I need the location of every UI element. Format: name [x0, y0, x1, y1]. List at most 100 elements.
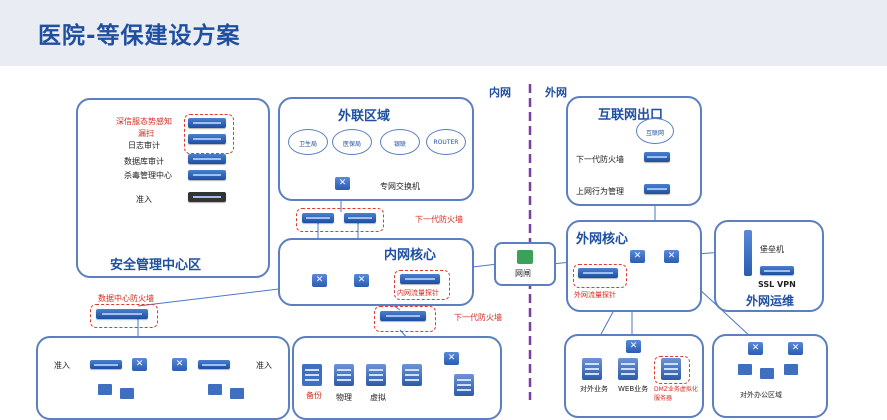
office-zone-box: ✕ ✕ 对外办公区域 [712, 334, 828, 418]
core-switch-icon-2: ✕ [354, 274, 369, 287]
backup-label: 备份 [306, 391, 322, 400]
antivirus-label: 杀毒管理中心 [124, 171, 172, 180]
ngfw-top-highlight [296, 208, 384, 232]
ngfw-mid-label: 下一代防火墙 [454, 313, 502, 322]
access-zone-box: 准入 准入 ✕ ✕ [36, 336, 290, 420]
pc-icon [208, 384, 222, 395]
physical-server-icon [334, 364, 354, 386]
inner-probe-highlight [394, 270, 450, 300]
internal-core-title: 内网核心 [384, 248, 437, 263]
external-biz-label: 对外业务 [580, 385, 608, 393]
external-zone-box: 外联区域 卫生局 医保局 银联 ROUTER ✕ 专网交换机 [278, 97, 474, 201]
cloud-label: ROUTER [433, 138, 459, 146]
pc-icon [784, 364, 798, 375]
outer-probe-label: 外网流量探针 [574, 291, 616, 299]
pc-icon [760, 368, 774, 379]
antivirus-device-icon [188, 170, 226, 180]
storage-icon [402, 364, 422, 386]
situation-device-icon [188, 118, 226, 128]
ngfw-mid-highlight [374, 306, 436, 332]
ngfw-mid-device-icon [380, 311, 426, 321]
dc-firewall-label: 数据中心防火墙 [98, 294, 154, 303]
dc-switch-icon: ✕ [444, 352, 459, 365]
behavior-mgmt-device-icon [644, 184, 670, 194]
pc-icon [230, 388, 244, 399]
dmz-virt-server-icon [661, 358, 681, 380]
dmz-zone-box: ✕ 对外业务 WEB业务 DMZ业务虚拟化服务器 [564, 334, 704, 418]
behavior-mgmt-label: 上网行为管理 [576, 187, 624, 196]
nac-label: 准入 [136, 195, 152, 204]
virtual-label: 虚拟 [370, 393, 386, 402]
internet-fw-device-icon [644, 152, 670, 162]
ngfw-top-device-icon [302, 213, 334, 223]
dc-firewall-device-icon [96, 309, 148, 319]
web-biz-label: WEB业务 [618, 385, 649, 393]
ngfw-top-device-icon-2 [344, 213, 376, 223]
private-switch-label: 专网交换机 [380, 182, 420, 191]
dmz-switch-icon: ✕ [626, 340, 641, 353]
internet-fw-label: 下一代防火墙 [576, 155, 624, 164]
storage-icon-2 [454, 374, 474, 396]
pc-icon [98, 384, 112, 395]
db-audit-device-icon [188, 154, 226, 164]
cloud-label: 互联网 [645, 129, 664, 137]
gatekeeper-box: 网闸 [494, 242, 556, 286]
db-audit-label: 数据库审计 [124, 157, 164, 166]
external-zone-title: 外联区域 [338, 109, 391, 124]
nac-device-icon [188, 192, 226, 202]
access-left-label: 准入 [54, 361, 70, 370]
biz-server-icon [582, 358, 602, 380]
inner-zone-label: 内网 [489, 86, 511, 99]
inner-probe-label: 内网流量探针 [397, 289, 439, 297]
dc-firewall-highlight [90, 304, 158, 328]
private-switch-icon: ✕ [335, 177, 350, 190]
cloud-label: 银联 [393, 140, 406, 148]
cloud-label: 卫生局 [298, 140, 317, 148]
bastion-rack-icon [744, 230, 752, 276]
external-ops-title: 外网运维 [746, 294, 795, 308]
internal-core-box: 内网核心 ✕ ✕ 内网流量探针 [278, 238, 474, 306]
internet-cloud-icon: 互联网 [636, 118, 674, 144]
dmz-virt-label: DMZ业务虚拟化服务器 [654, 386, 698, 402]
ngfw-top-label: 下一代防火墙 [415, 215, 463, 224]
office-switch-icon-2: ✕ [788, 342, 803, 355]
access-switch-icon-2: ✕ [172, 358, 187, 371]
health-bureau-cloud-icon: 卫生局 [288, 129, 328, 155]
office-switch-icon: ✕ [748, 342, 763, 355]
ext-core-switch-icon: ✕ [630, 250, 645, 263]
access-switch-icon: ✕ [132, 358, 147, 371]
highlight-situation [184, 114, 234, 154]
office-zone-label: 对外办公区域 [740, 391, 782, 399]
header-bar: 医院-等保建设方案 [0, 0, 887, 66]
vuln-scan-label: 漏扫 [138, 129, 154, 138]
insurance-cloud-icon: 医保局 [332, 129, 372, 155]
access-device-icon [90, 360, 122, 369]
access-device-icon-2 [198, 360, 230, 369]
bastion-label: 堡垒机 [760, 245, 784, 254]
security-center-title: 安全管理中心区 [110, 258, 202, 273]
gatekeeper-label: 网闸 [515, 269, 531, 278]
access-right-label: 准入 [256, 361, 272, 370]
situation-awareness-label: 深信服态势感知 [116, 117, 172, 126]
router-cloud-icon: ROUTER [426, 129, 466, 155]
cloud-label: 医保局 [342, 140, 361, 148]
pc-icon [120, 388, 134, 399]
inner-probe-device-icon [400, 274, 440, 284]
pc-icon [738, 364, 752, 375]
vpn-label: SSL VPN [758, 280, 796, 289]
ext-core-switch-icon-2: ✕ [664, 250, 679, 263]
core-switch-icon: ✕ [312, 274, 327, 287]
outer-probe-device-icon [578, 268, 618, 278]
outer-probe-highlight [573, 264, 627, 288]
physical-label: 物理 [336, 393, 352, 402]
external-core-title: 外网核心 [576, 232, 629, 247]
outer-zone-label: 外网 [545, 86, 567, 99]
page-title: 医院-等保建设方案 [38, 23, 241, 49]
virtual-server-icon [366, 364, 386, 386]
external-ops-box: 堡垒机 SSL VPN 外网运维 [714, 220, 824, 312]
gatekeeper-shield-icon [517, 250, 533, 264]
external-core-box: 外网核心 ✕ ✕ 外网流量探针 [566, 220, 702, 312]
log-audit-label: 日志审计 [128, 141, 160, 150]
datacenter-zone-box: ✕ 备份 物理 虚拟 [292, 336, 502, 420]
internet-exit-box: 互联网出口 互联网 下一代防火墙 上网行为管理 [566, 96, 702, 206]
